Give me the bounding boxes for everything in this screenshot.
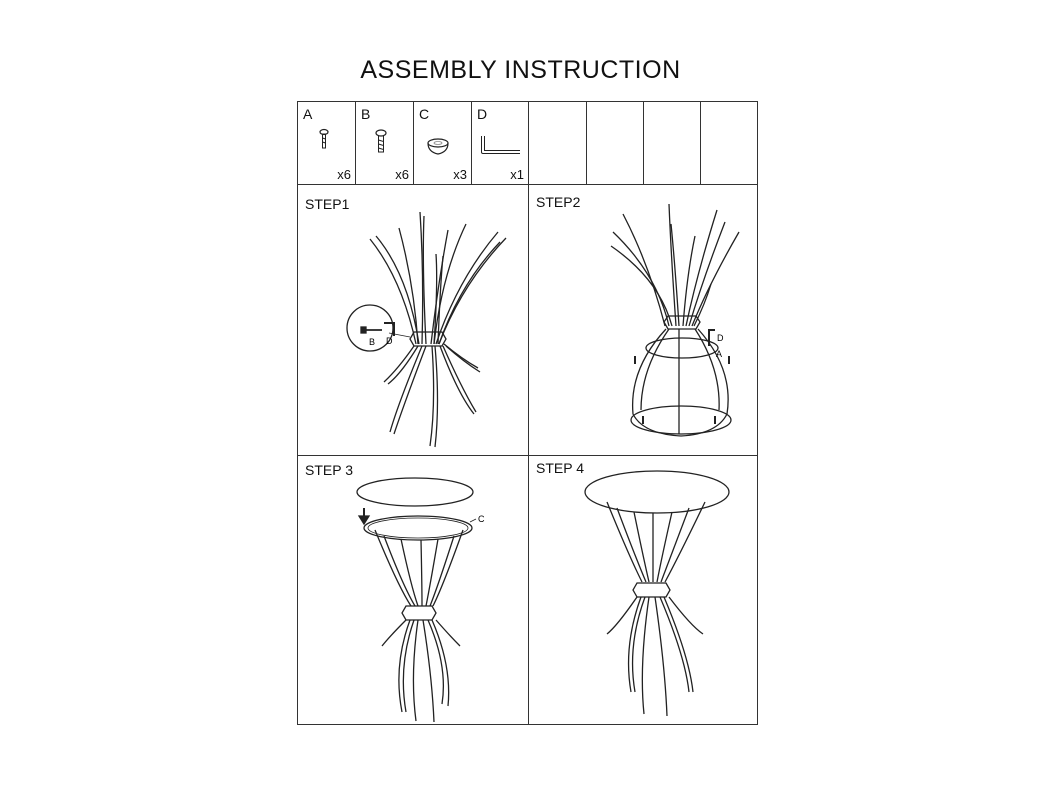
hex-key-d-icon <box>481 136 520 154</box>
screw-a-icon <box>319 128 329 149</box>
step-2-panel: STEP2 <box>529 184 757 455</box>
page-title: ASSEMBLY INSTRUCTION <box>360 56 681 84</box>
step-label: STEP2 <box>536 194 581 210</box>
cap-c-icon <box>427 138 449 155</box>
part-d-cell: D x1 <box>472 102 529 184</box>
part-qty: x6 <box>337 167 351 182</box>
step-3-panel: STEP 3 <box>298 456 528 724</box>
callout-b: B <box>369 337 375 347</box>
step-2-illustration: D A <box>610 203 740 437</box>
parts-list: A x6 B x6 C <box>298 102 757 185</box>
part-qty: x3 <box>453 167 467 182</box>
part-letter: D <box>477 106 488 122</box>
callout-d: D <box>386 336 393 346</box>
screw-b-icon <box>375 129 387 153</box>
callout-c: C <box>478 514 485 524</box>
empty-cell <box>701 102 757 184</box>
empty-cell <box>529 102 587 184</box>
instruction-sheet: A x6 B x6 C <box>297 101 758 725</box>
step-label: STEP 3 <box>305 462 353 478</box>
callout-a: A <box>716 349 722 359</box>
part-a-cell: A x6 <box>298 102 356 184</box>
part-qty: x6 <box>395 167 409 182</box>
step-1-panel: STEP1 <box>298 184 528 455</box>
step-4-panel: STEP 4 <box>529 456 757 724</box>
part-qty: x1 <box>510 167 524 182</box>
part-letter: C <box>419 106 430 122</box>
step-3-illustration: C <box>356 477 485 723</box>
part-c-cell: C x3 <box>414 102 472 184</box>
step-4-illustration <box>584 470 730 717</box>
part-letter: A <box>303 106 313 122</box>
step-1-illustration: B D <box>346 211 507 448</box>
step-label: STEP1 <box>305 196 350 212</box>
part-b-cell: B x6 <box>356 102 414 184</box>
step-label: STEP 4 <box>536 460 584 476</box>
part-letter: B <box>361 106 371 122</box>
empty-cell <box>587 102 644 184</box>
empty-cell <box>644 102 701 184</box>
callout-d: D <box>717 333 724 343</box>
